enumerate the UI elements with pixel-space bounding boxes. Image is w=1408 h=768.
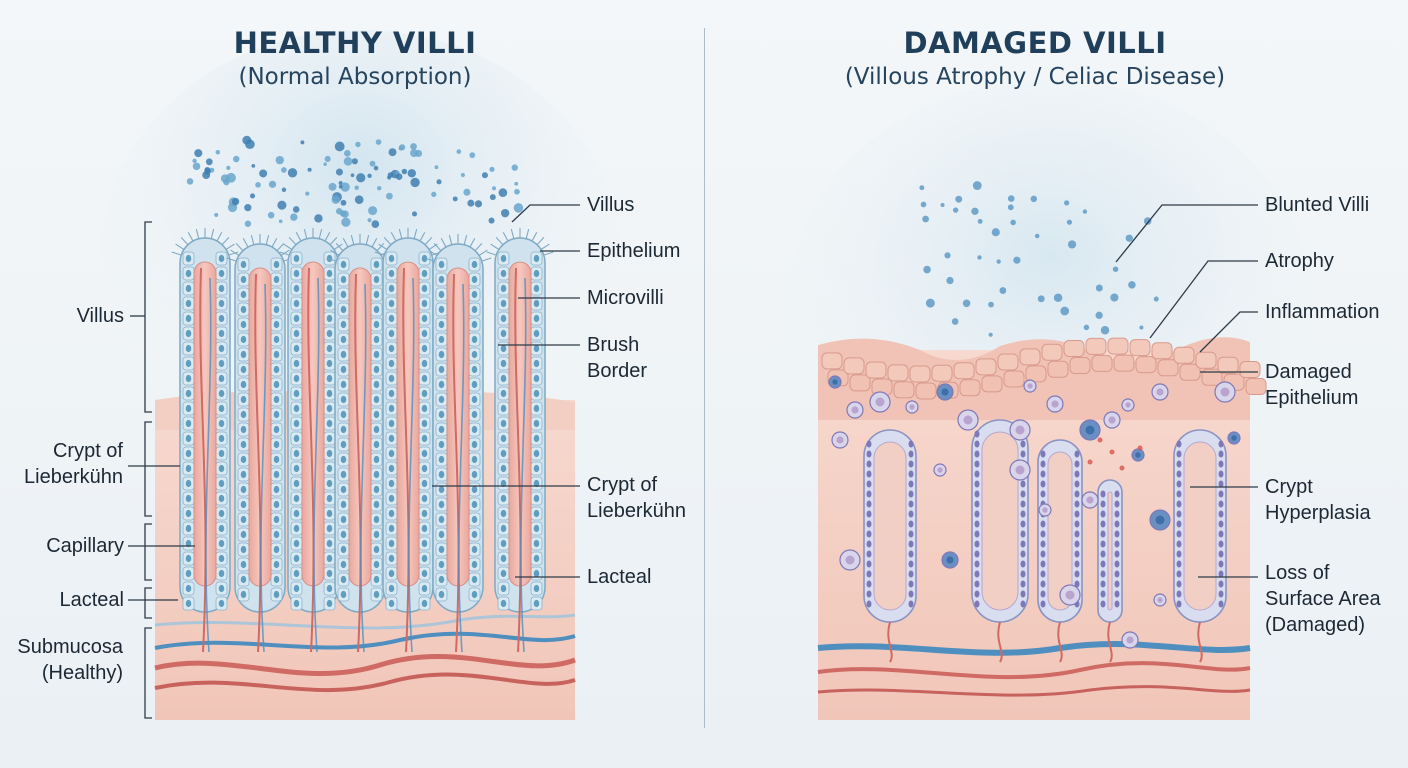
label-atrophy: Atrophy	[1265, 250, 1334, 272]
damaged-title: DAMAGED VILLI	[903, 26, 1167, 60]
label-brush-border: Brush Border	[587, 334, 648, 382]
label-lacteal-right: Lacteal	[587, 566, 652, 588]
label-loss-of-surface-area: Loss of Surface Area (Damaged)	[1265, 562, 1381, 636]
label-blunted-villi: Blunted Villi	[1265, 194, 1370, 216]
label-microvilli: Microvilli	[587, 287, 664, 309]
healthy-subtitle: (Normal Absorption)	[238, 64, 472, 90]
label-damaged-epithelium: Damaged Epithelium	[1265, 361, 1359, 409]
damaged-villi	[821, 337, 1267, 663]
label-villus-left: Villus	[76, 305, 124, 327]
label-submucosa: Submucosa (Healthy)	[17, 636, 123, 684]
leader-lines	[128, 204, 1258, 719]
healthy-villi	[171, 228, 554, 653]
label-capillary: Capillary	[46, 535, 124, 557]
healthy-title: HEALTHY VILLI	[233, 26, 477, 60]
label-inflammation: Inflammation	[1265, 301, 1380, 323]
panel-divider	[704, 28, 705, 728]
label-crypt-left: Crypt of Lieberkühn	[24, 440, 123, 488]
label-lacteal-left: Lacteal	[59, 589, 125, 611]
label-crypt-right: Crypt of Lieberkühn	[587, 474, 686, 522]
nutrient-particles	[186, 135, 1159, 337]
label-crypt-hyperplasia: Crypt Hyperplasia	[1265, 476, 1371, 524]
label-epithelium: Epithelium	[587, 240, 681, 262]
label-villus-right: Villus	[587, 194, 635, 216]
damaged-subtitle: (Villous Atrophy / Celiac Disease)	[844, 64, 1226, 90]
